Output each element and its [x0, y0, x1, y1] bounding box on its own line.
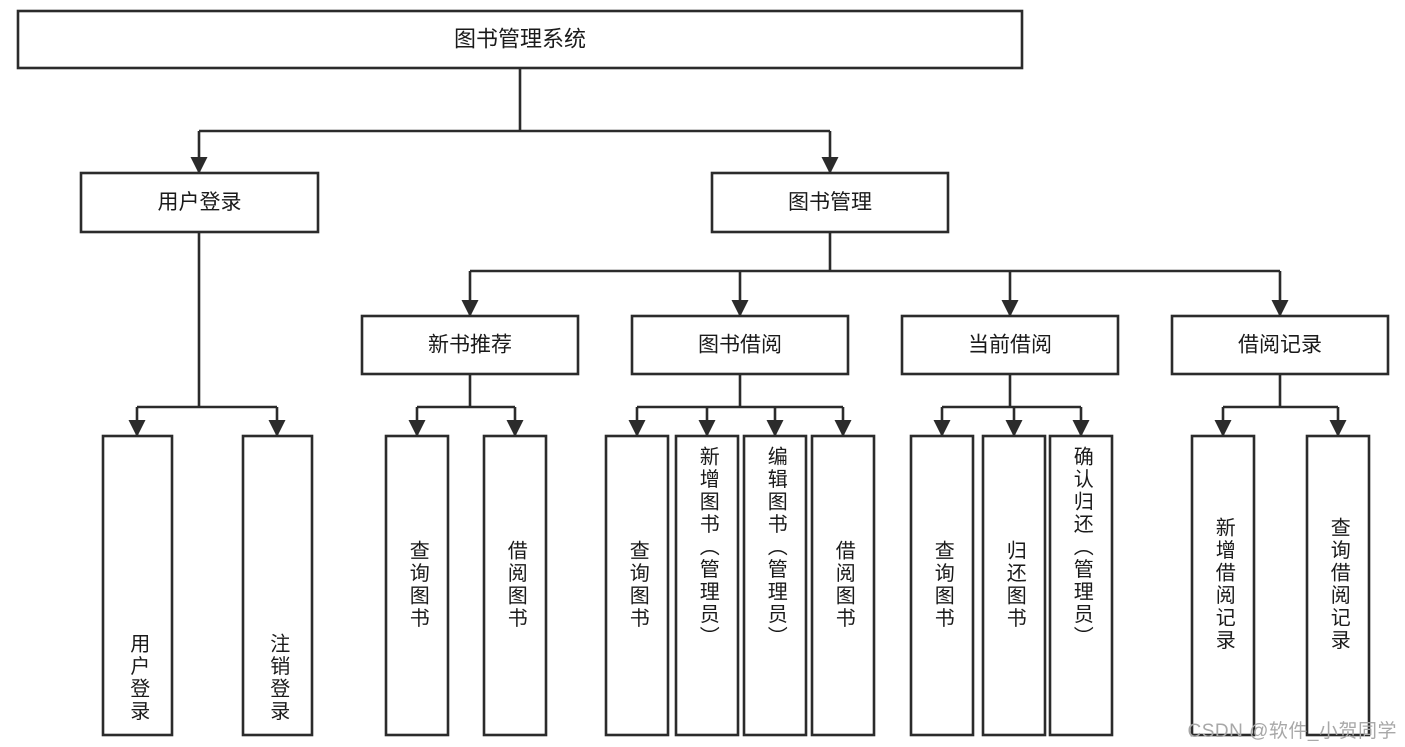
arrow-head-new-book-recommend-0 — [408, 420, 426, 437]
node-box-leaf-query-book-1 — [384, 434, 450, 737]
node-box-leaf-edit-book — [742, 434, 808, 737]
arrow-head-user-login-0 — [128, 420, 146, 437]
node-box-root — [16, 9, 1024, 70]
node-box-leaf-borrow-book-1 — [482, 434, 548, 737]
arrow-head-book-management-3 — [1271, 300, 1289, 317]
node-label-new-book-recommend: 新书推荐 — [428, 334, 512, 357]
watermark-text: CSDN @软件_小贺同学 — [1187, 721, 1397, 742]
arrow-head-borrow-record-0 — [1214, 420, 1232, 437]
node-root[interactable]: 图书管理系统 — [16, 9, 1024, 70]
node-leaf-query-book-2[interactable] — [604, 434, 670, 737]
node-box-leaf-user-login — [101, 434, 174, 737]
arrow-head-book-management-0 — [461, 300, 479, 317]
node-box-leaf-confirm-return — [1048, 434, 1114, 737]
node-leaf-borrow-book-1[interactable] — [482, 434, 548, 737]
node-current-borrow[interactable]: 当前借阅 — [900, 314, 1120, 376]
node-leaf-borrow-book-2[interactable] — [810, 434, 876, 737]
node-leaf-return-book[interactable] — [981, 434, 1047, 737]
arrow-head-current-borrow-2 — [1072, 420, 1090, 437]
node-leaf-confirm-return[interactable] — [1048, 434, 1114, 737]
node-box-leaf-add-book — [674, 434, 740, 737]
node-box-book-management — [710, 171, 950, 234]
arrow-head-book-borrow-2 — [766, 420, 784, 437]
arrow-head-book-borrow-0 — [628, 420, 646, 437]
node-label-borrow-record: 借阅记录 — [1238, 334, 1322, 357]
node-leaf-query-borrow-record[interactable] — [1305, 434, 1371, 737]
node-box-leaf-logout — [241, 434, 314, 737]
node-box-current-borrow — [900, 314, 1120, 376]
node-box-leaf-query-book-2 — [604, 434, 670, 737]
node-box-new-book-recommend — [360, 314, 580, 376]
node-box-borrow-record — [1170, 314, 1390, 376]
arrow-head-root-0 — [190, 157, 208, 174]
node-leaf-user-login[interactable] — [101, 434, 174, 737]
arrow-head-current-borrow-1 — [1005, 420, 1023, 437]
node-box-user-login — [79, 171, 320, 234]
arrow-head-current-borrow-0 — [933, 420, 951, 437]
arrow-head-user-login-1 — [268, 420, 286, 437]
node-box-leaf-query-borrow-record — [1305, 434, 1371, 737]
node-book-management[interactable]: 图书管理 — [710, 171, 950, 234]
arrow-head-book-management-1 — [731, 300, 749, 317]
node-borrow-record[interactable]: 借阅记录 — [1170, 314, 1390, 376]
node-label-book-borrow: 图书借阅 — [698, 334, 782, 357]
arrow-head-new-book-recommend-1 — [506, 420, 524, 437]
node-leaf-add-borrow-record[interactable] — [1190, 434, 1256, 737]
arrow-head-book-management-2 — [1001, 300, 1019, 317]
node-leaf-query-book-1[interactable] — [384, 434, 450, 737]
node-leaf-edit-book[interactable] — [742, 434, 808, 737]
node-leaf-logout[interactable] — [241, 434, 314, 737]
node-box-leaf-add-borrow-record — [1190, 434, 1256, 737]
node-book-borrow[interactable]: 图书借阅 — [630, 314, 850, 376]
node-box-leaf-return-book — [981, 434, 1047, 737]
node-label-book-management: 图书管理 — [788, 191, 872, 214]
node-leaf-add-book[interactable] — [674, 434, 740, 737]
arrow-head-borrow-record-1 — [1329, 420, 1347, 437]
node-box-leaf-borrow-book-2 — [810, 434, 876, 737]
node-user-login[interactable]: 用户登录 — [79, 171, 320, 234]
node-label-user-login: 用户登录 — [158, 191, 242, 214]
arrow-head-root-1 — [821, 157, 839, 174]
node-box-leaf-query-book-3 — [909, 434, 975, 737]
node-leaf-query-book-3[interactable] — [909, 434, 975, 737]
arrow-head-book-borrow-3 — [834, 420, 852, 437]
node-new-book-recommend[interactable]: 新书推荐 — [360, 314, 580, 376]
connectors-layer — [128, 68, 1347, 437]
node-box-book-borrow — [630, 314, 850, 376]
node-label-current-borrow: 当前借阅 — [968, 334, 1052, 357]
arrow-head-book-borrow-1 — [698, 420, 716, 437]
node-label-root: 图书管理系统 — [454, 26, 586, 51]
